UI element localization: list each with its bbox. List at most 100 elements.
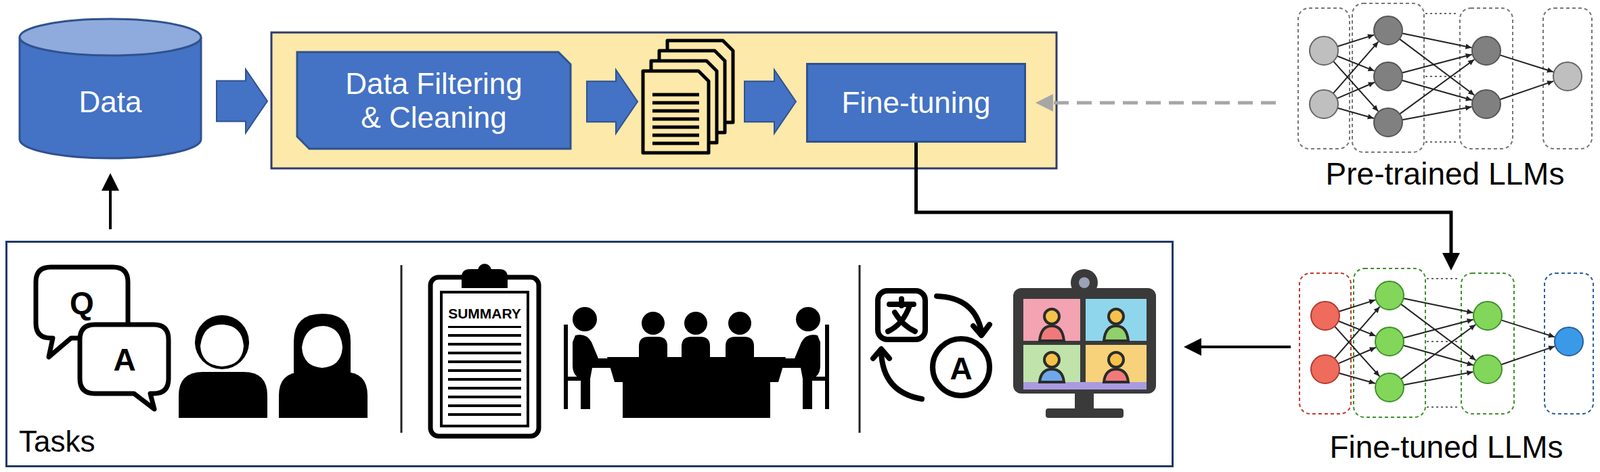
model-label: Fine-tuned LLMs [1329, 430, 1563, 466]
pipeline-band-part [271, 32, 1057, 169]
neuron [1373, 62, 1403, 91]
layer-gap [1426, 341, 1460, 343]
layer-gap [1425, 75, 1459, 78]
network-link-head [1367, 66, 1375, 72]
translate-icon [873, 291, 990, 400]
person-icons-part [178, 372, 268, 419]
layer-gap [1426, 406, 1460, 409]
network-link [1403, 320, 1473, 339]
network-link-head [1547, 345, 1555, 352]
network-link-head [1466, 370, 1474, 377]
box-fill [807, 64, 1026, 143]
translate-icon-part [877, 291, 926, 340]
clipboard-heading: SUMMARY [448, 306, 522, 321]
translate-icon-part [887, 299, 916, 332]
document-stack-part-part [652, 117, 700, 122]
layer-gap [1425, 141, 1459, 143]
video-call-monitor-part-part [1108, 352, 1124, 368]
network-link-head [1466, 361, 1474, 367]
neuron [1375, 373, 1404, 403]
person-icons-part [293, 314, 351, 377]
network-link [1338, 347, 1376, 365]
video-call-monitor-part-part [1039, 369, 1064, 383]
meeting-icon-part [806, 324, 828, 410]
process-box: Fine-tuning [806, 62, 1027, 143]
network-link [1402, 33, 1473, 48]
video-call-monitor-part [1085, 299, 1147, 342]
bubble-letter: A [113, 344, 136, 376]
network-link [1403, 372, 1474, 386]
network-link [1501, 346, 1555, 365]
neuron [1309, 36, 1339, 65]
arrow-head [101, 173, 120, 191]
task-panel: Tasks [5, 240, 1174, 468]
network-link [1399, 59, 1475, 115]
meeting-icon-part [572, 307, 597, 332]
meeting-icon-part [728, 312, 752, 336]
document-stack-part-part [652, 101, 700, 105]
video-call-monitor-part-part [1103, 369, 1129, 383]
document-stack-part [642, 71, 709, 153]
network-link-head [1372, 41, 1379, 49]
network-link [1401, 80, 1473, 101]
document-stack-part-part [652, 142, 700, 146]
video-call-monitor [1013, 269, 1157, 419]
network-link-head [1465, 96, 1473, 102]
connector [216, 69, 268, 134]
video-call-monitor-part [1085, 345, 1147, 383]
video-call-monitor-part-part [1039, 326, 1064, 342]
document-stack-part-part [652, 134, 700, 138]
network-link-head [1367, 34, 1374, 40]
network-link [1334, 307, 1381, 360]
person-icons-part [200, 324, 244, 367]
box-label: Data [79, 85, 143, 119]
process-box: Data Filtering & Cleaning [295, 50, 572, 151]
block-arrow [744, 69, 796, 134]
meeting-icon-part [641, 312, 665, 336]
video-call-monitor-part [1070, 269, 1098, 297]
summary-clipboard-part [430, 277, 539, 437]
video-call-monitor-part [1045, 408, 1124, 419]
meeting-icon-part [684, 312, 708, 336]
summary-clipboard-part [448, 326, 522, 420]
network-link-head [1367, 114, 1374, 120]
network-link-head [1546, 67, 1554, 74]
meeting-icon-part [681, 337, 710, 358]
neuron [1373, 108, 1403, 137]
meeting-icon-part [780, 335, 821, 410]
neuron [1554, 327, 1584, 357]
person-icons-part [301, 326, 343, 369]
qa-bubbles-part [79, 324, 169, 410]
block-arrow [586, 69, 638, 134]
summary-clipboard-part [477, 263, 492, 278]
video-call-monitor-part-part [1044, 309, 1060, 325]
pipeline-band [271, 32, 1057, 169]
bubble-letter: Q [69, 287, 95, 319]
network-link-head [1469, 354, 1477, 361]
network-link-head [1468, 59, 1475, 66]
neuron [1309, 90, 1339, 119]
box-label: Fine-tuning [841, 85, 991, 120]
model-label: Pre-trained LLMs [1325, 157, 1565, 193]
neuron [1553, 62, 1582, 91]
network-link [1499, 81, 1554, 100]
network-link-head [1373, 307, 1381, 314]
video-call-monitor-part [1023, 345, 1081, 383]
connector-line [108, 189, 112, 230]
layer-gap [1426, 278, 1460, 280]
arrow-head [1442, 253, 1460, 271]
arrow-head [1183, 338, 1202, 357]
network-link-head [1371, 104, 1379, 111]
network-link [1403, 298, 1474, 313]
network-link-head [1547, 332, 1555, 339]
document-stack-part-part [652, 93, 700, 97]
summary-clipboard-part [441, 292, 528, 427]
block-arrow [216, 69, 268, 134]
translate-icon-part [973, 324, 990, 336]
network-link-head [1466, 309, 1474, 315]
neuron [1375, 281, 1404, 310]
neuron [1373, 16, 1403, 45]
person-icons-part [278, 372, 368, 419]
translate-icon-part [932, 339, 990, 396]
